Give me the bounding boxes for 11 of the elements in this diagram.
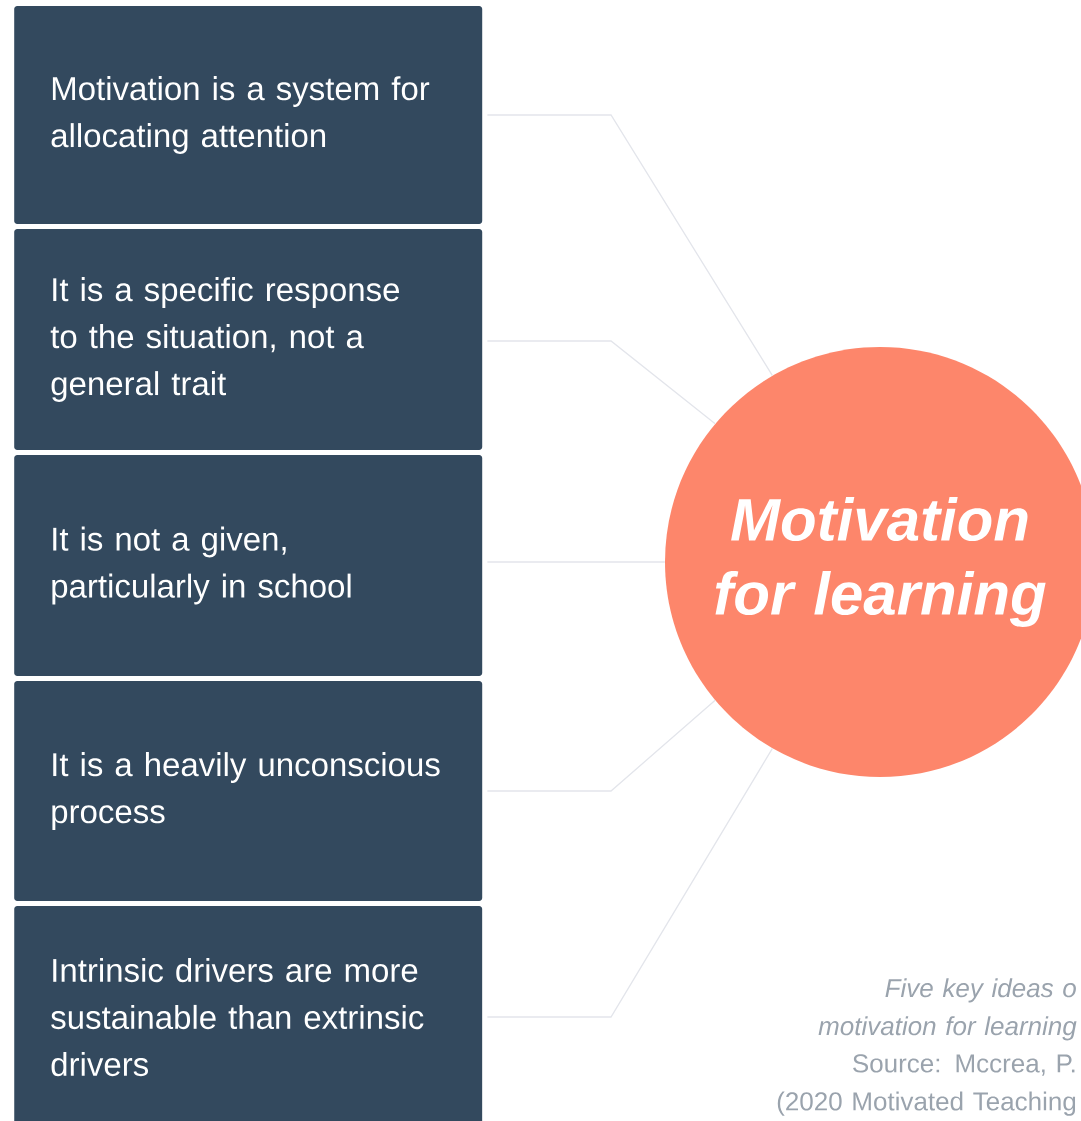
idea-box: It is not a given, particularly in school — [14, 455, 483, 676]
idea-box: Intrinsic drivers are more sustainable than extrinsic drivers — [14, 906, 483, 1121]
idea-box: Motivation is a system for allocating attention — [14, 6, 483, 224]
connector-line — [486, 699, 716, 792]
source-text: Source: Mccrea, P. (2020 Motivated Teaching — [777, 1054, 1076, 1116]
idea-box: It is a heavily unconscious process — [14, 681, 483, 901]
idea-box: It is a specific response to the situation, not a general trait — [14, 229, 483, 450]
caption-text: Five key ideas o motivation for learning — [818, 978, 1077, 1041]
connector-line — [486, 114, 774, 377]
connector-line — [486, 340, 716, 425]
connector-line — [486, 747, 774, 1018]
